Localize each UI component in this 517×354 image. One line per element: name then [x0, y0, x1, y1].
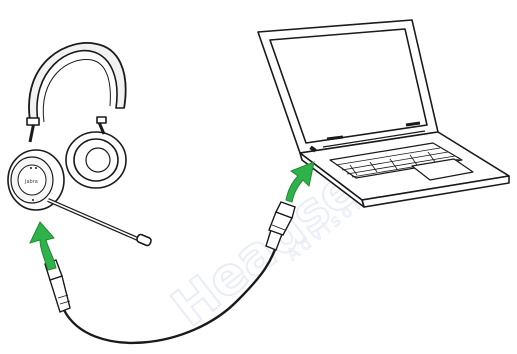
headset-brand-label: Jabra	[24, 179, 38, 185]
headset-icon	[7, 42, 152, 247]
cable-cord	[62, 237, 281, 345]
laptop-icon	[257, 19, 510, 208]
laptop-usb-port	[309, 145, 317, 153]
arrow-to-laptop	[285, 161, 315, 203]
laptop-side-connector	[265, 201, 296, 251]
usb-cable	[44, 201, 296, 345]
arrow-to-headset	[29, 221, 57, 271]
arrow-up-icon	[29, 161, 315, 271]
